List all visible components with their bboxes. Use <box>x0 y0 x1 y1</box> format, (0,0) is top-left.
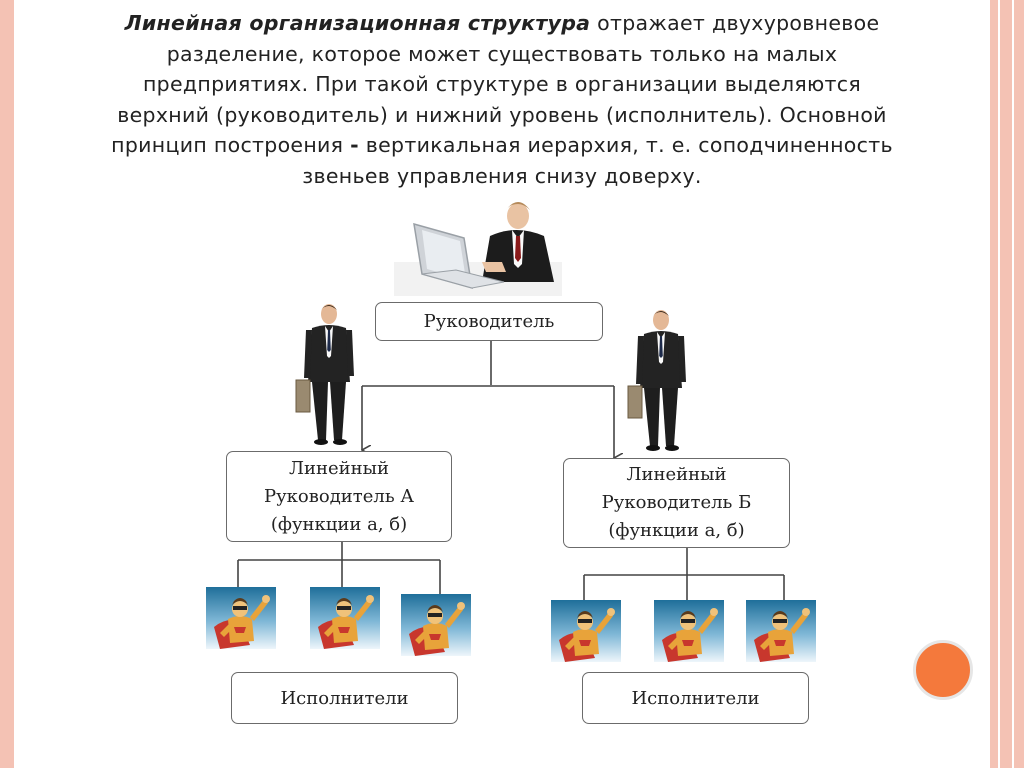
businessman-standing-photo <box>295 304 354 445</box>
businessman-standing-photo <box>627 310 686 451</box>
manager-a-line: Руководитель А <box>263 485 415 507</box>
intro-text: принцип построения <box>111 133 351 157</box>
intro-text: вертикальная иерархия, т. е. соподчиненн… <box>358 133 893 157</box>
manager-a-line: Линейный <box>289 457 389 479</box>
manager-b-line: Руководитель Б <box>601 492 752 513</box>
border-stripe <box>998 0 1000 768</box>
line-manager-b-box: Линейный Руководитель Б (функции а, б) <box>563 458 790 548</box>
intro-dash: - <box>350 133 359 157</box>
top-manager-box: Руководитель <box>375 302 603 341</box>
superhero-worker-clipart <box>746 600 816 662</box>
manager-b-line: Линейный <box>626 464 727 485</box>
intro-line-1: Линейная организационная структура отраж… <box>14 8 990 39</box>
connector-lines <box>237 341 785 603</box>
manager-a-line: (функции а, б) <box>270 513 408 535</box>
intro-paragraph: Линейная организационная структура отраж… <box>14 8 990 191</box>
intro-line-2: разделение, которое может существовать т… <box>166 41 838 66</box>
manager-b-line: (функции а, б) <box>608 520 745 541</box>
intro-text: отражает двухуровневое <box>590 11 880 35</box>
superhero-worker-clipart <box>551 600 621 662</box>
superhero-worker-clipart <box>206 587 276 649</box>
businessman-at-laptop-photo <box>394 202 562 296</box>
slide-border-right <box>990 0 1024 768</box>
superhero-worker-clipart <box>310 587 380 649</box>
line-manager-a-box: Линейный Руководитель А (функции а, б) <box>226 451 452 542</box>
top-manager-label: Руководитель <box>423 311 555 332</box>
executors-b-box: Исполнители <box>582 672 809 724</box>
executors-b-label: Исполнители <box>631 687 760 709</box>
intro-term: Линейная организационная структура <box>124 11 591 35</box>
intro-line-5: принцип построения - вертикальная иерарх… <box>14 130 990 161</box>
intro-line-3: предприятиях. При такой структуре в орга… <box>142 72 861 96</box>
slide-border-left <box>0 0 14 768</box>
decorative-orange-circle <box>913 640 973 700</box>
executors-a-box: Исполнители <box>231 672 458 724</box>
border-stripe <box>1012 0 1014 768</box>
intro-line-6: звеньев управления снизу доверху. <box>302 163 702 188</box>
superhero-worker-clipart <box>401 594 471 656</box>
intro-line-4: верхний (руководитель) и нижний уровень … <box>117 102 887 127</box>
slide: Линейная организационная структура отраж… <box>14 0 990 768</box>
executors-a-label: Исполнители <box>280 687 409 709</box>
superhero-worker-clipart <box>654 600 724 662</box>
